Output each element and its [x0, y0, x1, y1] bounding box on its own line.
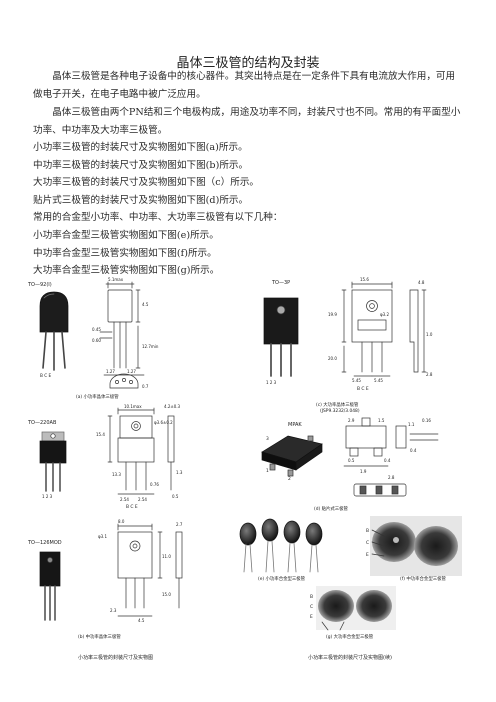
- dim-label: 11.0: [162, 554, 171, 559]
- dim-label: 5.45: [374, 378, 383, 383]
- alloy-medium-pin-e: E: [366, 552, 369, 558]
- to92-label: TO—92(I): [27, 282, 52, 288]
- dim-label: 2.54: [120, 497, 129, 502]
- dim-label: 1.1: [408, 422, 415, 427]
- figure-caption-d: (d) 贴片式三极管: [314, 505, 349, 512]
- alloy-medium-pin-b: B: [366, 528, 369, 534]
- dim-label: 8.0: [118, 519, 125, 524]
- to3p-photo: [263, 297, 299, 377]
- smd-photo: [261, 435, 323, 477]
- figure-caption-f: (f) 中功率合金型三极管: [400, 575, 446, 582]
- smd-pin-1: 1: [266, 468, 269, 474]
- list-item: 贴片式三极管的封装尺寸及实物图如下图(d)所示。: [33, 194, 249, 206]
- structure-paragraph: 晶体三极管由两个PN结和三个电极构成，用途及功率不同，封装尺寸也不同。常用的有平…: [33, 107, 461, 136]
- list-item: 中功率三极管的封装尺寸及实物图如下图(b)所示。: [33, 159, 249, 171]
- package-list: 小功率三极管的封装尺寸及实物图如下图(a)所示。 中功率三极管的封装尺寸及实物图…: [33, 139, 461, 280]
- to126-photo: [39, 551, 61, 621]
- to220-pin-names: B C E: [126, 504, 138, 510]
- figure-caption-a: (a) 小功率晶体三极管: [76, 393, 119, 400]
- alloy-large-pin-e: E: [310, 614, 313, 620]
- footer-left: 小功率三极管的封装尺寸及实物图: [78, 654, 153, 661]
- page-title: 晶体三极管的结构及封装: [176, 56, 320, 71]
- to3p-label: TO—3P: [271, 280, 290, 286]
- smd-label: MPAK: [288, 422, 302, 428]
- to220-pin-numbers: 1 2 3: [42, 494, 53, 499]
- dim-label: 19.9: [328, 312, 337, 317]
- dim-label: 1.27: [127, 369, 136, 374]
- dim-label: 2.54: [138, 497, 147, 502]
- dim-label: 1.5: [378, 418, 385, 423]
- to92-pin-names: B C E: [40, 373, 51, 378]
- smd-pin-2: 2: [288, 476, 291, 482]
- to126-label: TO—126MOD: [27, 540, 62, 546]
- dim-label: 2.9: [348, 418, 355, 423]
- to92-photo: [39, 291, 69, 371]
- to220-drawing: [107, 407, 175, 495]
- footer-right: 小功率三极管的封装尺寸及实物图(续): [308, 654, 392, 661]
- dim-label: 5.45: [352, 378, 361, 383]
- dim-label: 0.5: [172, 494, 179, 499]
- dim-label: 0.7: [142, 384, 149, 389]
- alloy-large-photo: [316, 586, 396, 631]
- dim-label: 1.27: [106, 369, 115, 374]
- dim-label: 15.6: [360, 277, 369, 282]
- to126-drawing: [117, 523, 183, 617]
- dim-label: 0.60: [92, 338, 101, 343]
- dim-label: 0.5: [348, 458, 355, 463]
- alloy-medium-pin-c: C: [366, 540, 369, 546]
- list-item: 大功率合金型三极管实物图如下图(g)所示。: [33, 265, 220, 277]
- figure-caption-b: (b) 中功率晶体三极管: [78, 633, 121, 640]
- figure-caption-c: (c) 大功率晶体三极管: [316, 401, 359, 408]
- dim-label: 4.5: [142, 302, 149, 307]
- dim-label: 1.3: [176, 470, 183, 475]
- dim-label: 10.1max: [124, 404, 142, 409]
- list-item: 小功率三极管的封装尺寸及实物图如下图(a)所示。: [33, 142, 248, 153]
- intro-paragraph: 晶体三极管是各种电子设备中的核心器件。其突出特点是在一定条件下具有电流放大作用，…: [33, 71, 456, 100]
- to3p-pin-names: B C E: [357, 386, 369, 392]
- to3p-drawing: [341, 281, 427, 377]
- smd-pin-3: 3: [266, 436, 269, 442]
- dim-label: 5.1max: [108, 277, 124, 282]
- dim-label: 15.0: [162, 592, 171, 597]
- smd-drawing: [343, 417, 439, 497]
- alloy-medium-photo: [370, 516, 462, 576]
- dim-label: 1.9: [360, 469, 367, 474]
- figure-caption-e: (e) 小功率合金型三极管: [258, 575, 306, 582]
- to92-drawing: [99, 281, 145, 389]
- dim-label: φ3.6±0.2: [154, 420, 173, 425]
- list-item: 大功率三极管的封装尺寸及实物图如下图（c）所示。: [33, 177, 260, 189]
- alloy-large-pin-c: C: [310, 604, 313, 610]
- dim-label: φ3.1: [98, 534, 107, 539]
- dim-label: 20.0: [328, 356, 337, 361]
- dim-label: 2.8: [388, 475, 395, 480]
- dim-label: 0.76: [150, 482, 159, 487]
- to220-label: TO—220AB: [27, 420, 57, 426]
- dim-label: φ3.2: [380, 312, 389, 317]
- dim-label: 4.8: [418, 280, 425, 285]
- list-item: 常用的合金型小功率、中功率、大功率三极管有以下几种：: [33, 212, 283, 224]
- dim-label: 2.3: [110, 608, 117, 613]
- alloy-small-photo: [239, 518, 323, 573]
- package-figure: TO—92(I) B C E 5.1max 0.45 0.60 4.5 12.7…: [27, 277, 462, 661]
- dim-label: 2.8: [426, 372, 433, 377]
- dim-label: 0.4: [410, 448, 417, 453]
- dim-label: 0.4: [384, 458, 391, 463]
- dim-label: 0.45: [92, 327, 101, 332]
- dim-label: 4.5: [138, 618, 145, 623]
- dim-label: 13.3: [112, 472, 121, 477]
- dim-label: 12.7min: [142, 344, 159, 349]
- dim-label: 15.4: [96, 432, 105, 437]
- to220-photo: [39, 431, 67, 492]
- alloy-large-pin-b: B: [310, 594, 313, 600]
- smd-spec: (JSP9.3232/3.048): [320, 408, 360, 414]
- to3p-pin-numbers: 1 2 3: [266, 380, 277, 385]
- figure-caption-g: (g) 大功率合金型三极管: [326, 633, 374, 640]
- dim-label: 1.0: [426, 332, 433, 337]
- dim-label: 0.16: [422, 418, 431, 423]
- dim-label: 2.7: [176, 522, 183, 527]
- list-item: 中功率合金型三极管实物图如下图(f)所示。: [33, 247, 217, 259]
- dim-label: 4.2±0.3: [164, 404, 181, 409]
- list-item: 小功率合金型三极管实物图如下图(e)所示。: [33, 229, 219, 241]
